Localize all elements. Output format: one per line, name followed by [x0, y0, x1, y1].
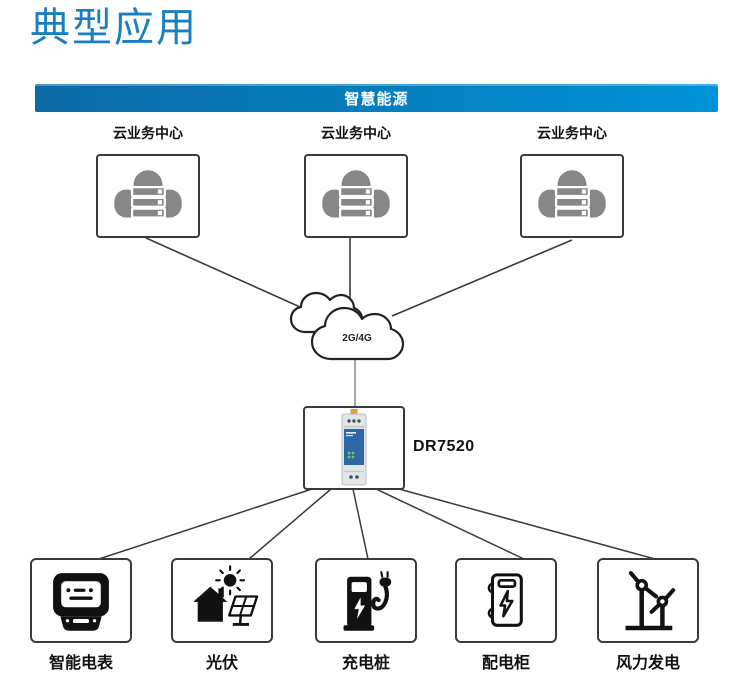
endpoint-node-ev-charger	[315, 558, 417, 643]
cloud-center-label: 云业务中心	[113, 125, 183, 141]
cloud-center-node	[96, 154, 200, 238]
endpoint-label: 光伏	[205, 655, 238, 672]
endpoint-label: 充电桩	[341, 655, 390, 672]
wind-turbine-icon	[625, 570, 676, 630]
server-cloud-icon	[114, 170, 182, 219]
cloud-icon	[289, 291, 405, 361]
distribution-cabinet-icon	[487, 572, 523, 627]
smart-meter-icon	[53, 572, 109, 631]
din-rail-router-icon	[341, 409, 367, 486]
cloud-center-node	[520, 154, 624, 238]
gateway-node	[303, 406, 405, 490]
gateway-fanout-lines	[98, 488, 656, 560]
gateway-label: DR7520	[413, 438, 475, 455]
page-title: 典型应用	[30, 6, 198, 50]
server-cloud-icon	[322, 170, 390, 219]
endpoint-label: 智能电表	[48, 655, 113, 672]
cloud-uplink-lines	[145, 237, 573, 317]
banner-label: 智慧能源	[344, 90, 409, 108]
network-label: 2G/4G	[342, 333, 372, 344]
endpoint-label: 配电柜	[481, 655, 530, 672]
endpoint-node-smart-meter	[30, 558, 132, 643]
endpoint-node-distribution-cabinet	[455, 558, 557, 643]
solar-pv-icon	[193, 564, 259, 626]
endpoint-label: 风力发电	[615, 655, 680, 672]
cloud-center-label: 云业务中心	[321, 125, 391, 141]
server-cloud-icon	[538, 170, 606, 219]
banner-smart-energy: 智慧能源	[35, 84, 718, 112]
cloud-center-node	[304, 154, 408, 238]
endpoint-node-wind-power	[597, 558, 699, 643]
cloud-center-label: 云业务中心	[537, 125, 607, 141]
endpoint-node-solar-pv	[171, 558, 273, 643]
ev-charger-icon	[343, 570, 392, 631]
